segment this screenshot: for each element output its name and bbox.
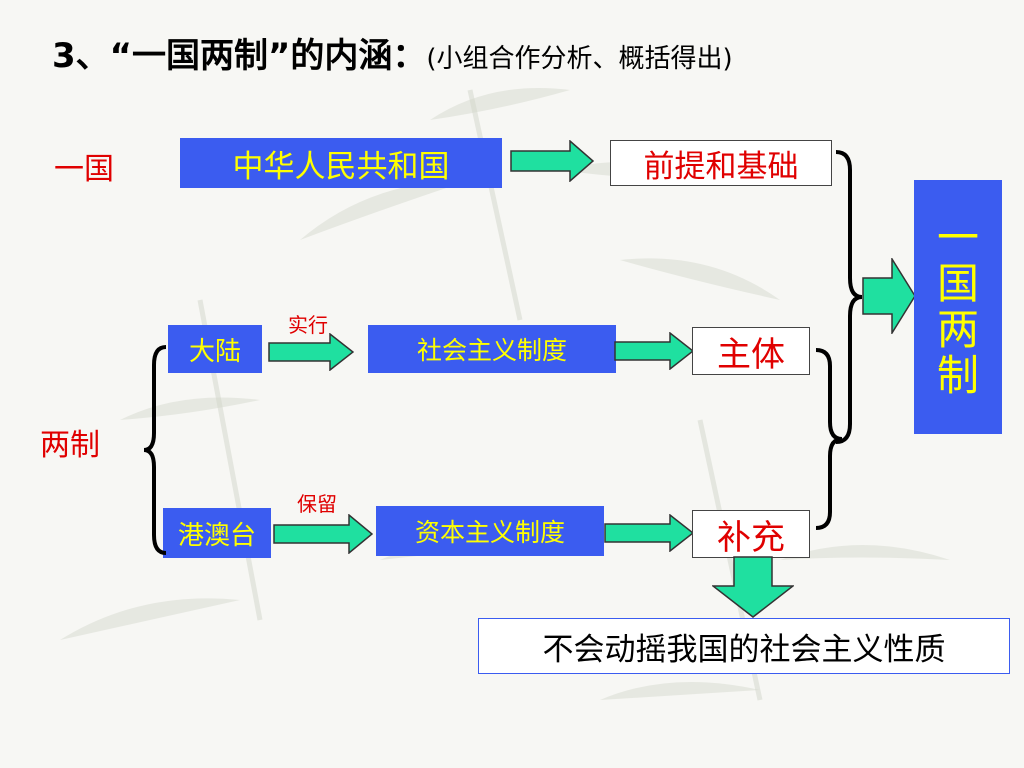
page-title: 3、“一国两制”的内涵：(小组合作分析、概括得出) <box>52 28 733 77</box>
box-hk-macau-taiwan: 港澳台 <box>163 508 271 558</box>
label-shixing: 实行 <box>288 313 328 337</box>
arrow-down-icon <box>712 556 794 618</box>
summary-char: 制 <box>936 351 979 400</box>
summary-char: 一 <box>936 213 979 262</box>
label-liangzhi: 两制 <box>40 428 100 463</box>
label-yiguo: 一国 <box>54 152 114 187</box>
right-brace-large-icon <box>835 150 863 444</box>
title-main: 3、“一国两制”的内涵： <box>52 36 427 76</box>
summary-char: 国 <box>936 259 979 308</box>
box-mainland: 大陆 <box>168 325 262 373</box>
arrow-right-icon <box>862 258 916 334</box>
left-brace-icon <box>143 345 167 555</box>
title-sub: (小组合作分析、概括得出) <box>426 44 733 74</box>
box-one-country-two-systems: 一 国 两 制 <box>914 180 1002 434</box>
box-supplement: 补充 <box>692 510 810 558</box>
box-prc: 中华人民共和国 <box>180 138 502 188</box>
arrow-right-icon <box>614 332 694 370</box>
box-premise: 前提和基础 <box>610 140 832 186</box>
arrow-right-icon <box>273 514 373 554</box>
box-conclusion: 不会动摇我国的社会主义性质 <box>478 618 1010 674</box>
arrow-right-icon <box>268 333 354 371</box>
box-main-body: 主体 <box>692 327 810 375</box>
summary-char: 两 <box>936 305 979 354</box>
label-baoliu: 保留 <box>297 492 337 516</box>
arrow-right-icon <box>510 140 594 182</box>
box-capitalism: 资本主义制度 <box>376 506 604 556</box>
box-socialism: 社会主义制度 <box>368 325 616 373</box>
arrow-right-icon <box>604 514 694 552</box>
